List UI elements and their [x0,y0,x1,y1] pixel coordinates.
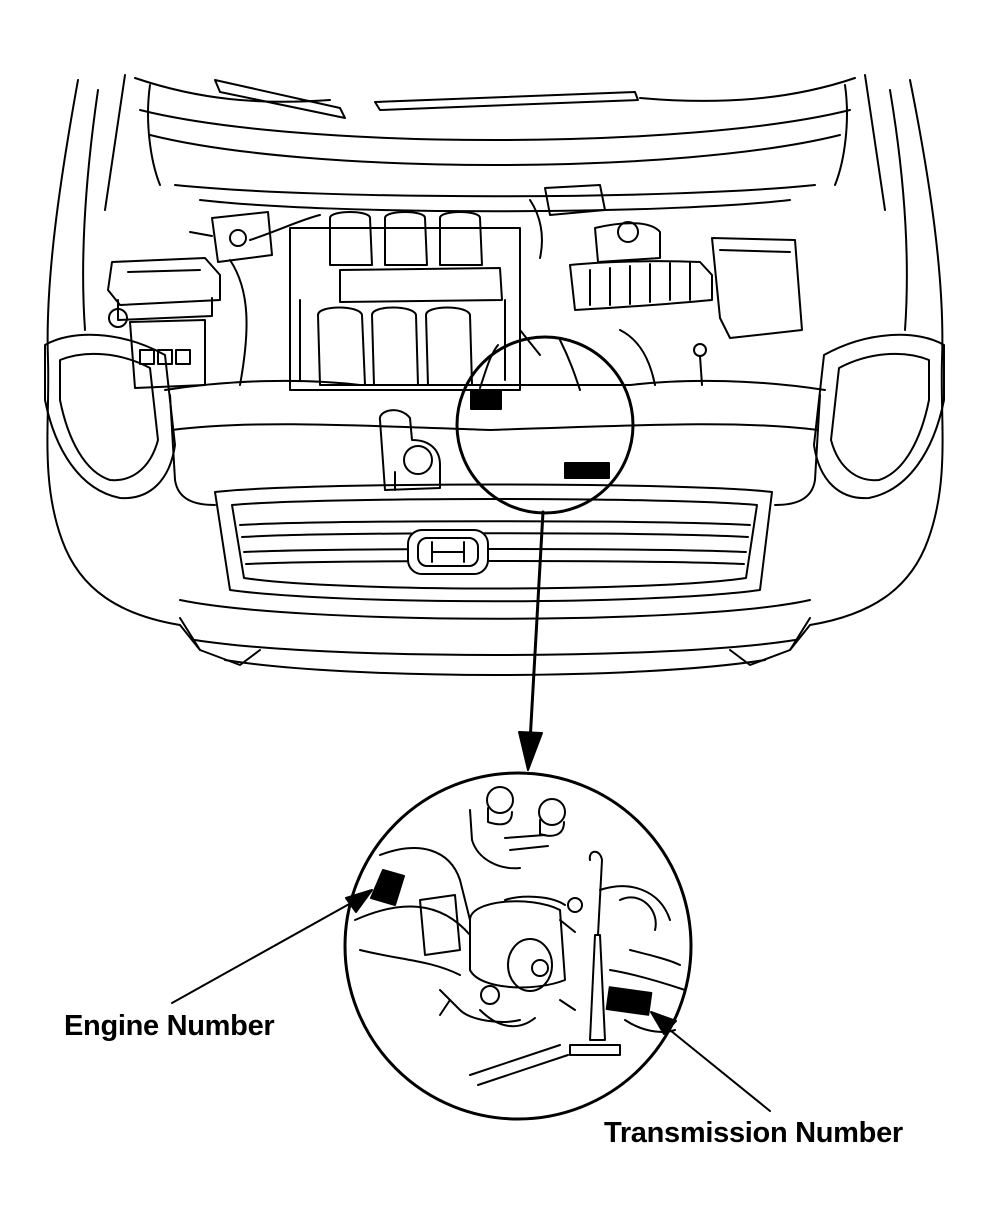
callout-leaders [172,890,770,1111]
transmission-number-label: Transmission Number [604,1117,903,1149]
transmission-number-plate [607,987,652,1015]
zoom-indicator-circle [457,330,633,513]
engine-number-plate [371,870,404,905]
engine-number-label: Engine Number [64,1010,275,1042]
vehicle-body-outline [47,75,942,650]
transmission-number-marker-small [565,463,609,478]
engine-number-marker-small [471,390,501,409]
zoom-arrow [519,512,543,770]
front-bumper [165,381,825,675]
front-grille [215,485,772,602]
detail-magnified-circle [345,773,691,1119]
transmission-callout-arrowhead [651,1012,676,1034]
engine-callout-arrowhead [346,890,372,912]
engine-bay [108,185,802,490]
headlights [45,335,944,498]
